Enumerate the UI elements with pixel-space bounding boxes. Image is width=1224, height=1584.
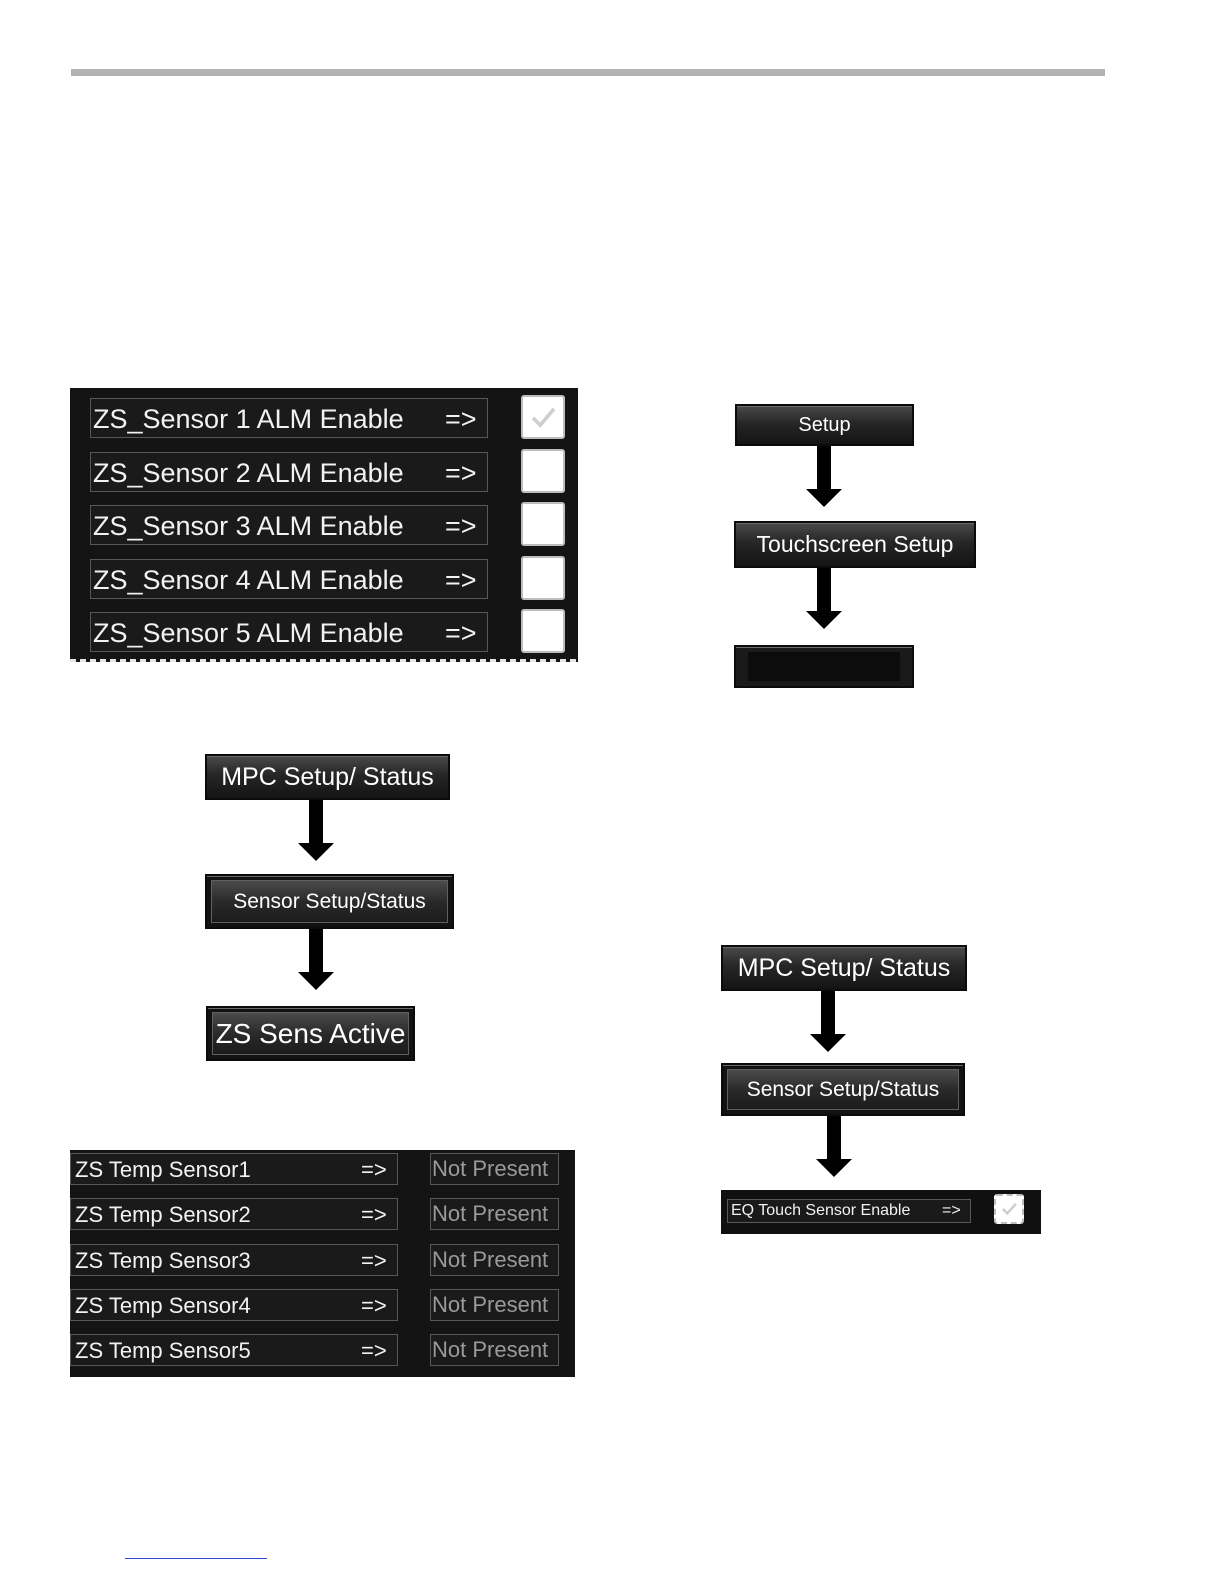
temp-row-5: ZS Temp Sensor5 => Not Present <box>70 1334 575 1366</box>
mpc-setup-status-label-2: MPC Setup/ Status <box>737 953 951 982</box>
panel-dashed-edge <box>70 659 578 662</box>
temp-row-1: ZS Temp Sensor1 => Not Present <box>70 1153 575 1185</box>
checkmark-icon <box>531 407 556 428</box>
alm-enable-checkbox-1[interactable] <box>521 395 565 439</box>
mpc-setup-status-button-2[interactable]: MPC Setup/ Status <box>721 945 967 991</box>
temp-arrow-3: => <box>361 1248 387 1273</box>
temp-arrow-4: => <box>361 1293 387 1318</box>
alm-enable-checkbox-5[interactable] <box>521 609 565 653</box>
alm-enable-checkbox-4[interactable] <box>521 556 565 600</box>
alm-label-3: ZS_Sensor 3 ALM Enable <box>93 511 404 541</box>
eq-touch-label-box: EQ Touch Sensor Enable => <box>727 1199 971 1223</box>
mpc-setup-status-label: MPC Setup/ Status <box>221 762 434 791</box>
alm-enable-checkbox-2[interactable] <box>521 449 565 493</box>
temp-row-3: ZS Temp Sensor3 => Not Present <box>70 1244 575 1276</box>
temp-label-3: ZS Temp Sensor3 <box>75 1248 251 1273</box>
temp-row-2: ZS Temp Sensor2 => Not Present <box>70 1198 575 1230</box>
temp-label-4: ZS Temp Sensor4 <box>75 1293 251 1318</box>
alm-label-4: ZS_Sensor 4 ALM Enable <box>93 565 404 595</box>
down-arrow-icon <box>298 929 334 990</box>
temp-status-1: Not Present <box>430 1153 559 1185</box>
alm-arrow-5: => <box>445 618 477 648</box>
checkmark-icon <box>1002 1202 1017 1216</box>
alm-label-2: ZS_Sensor 2 ALM Enable <box>93 458 404 488</box>
sensor-setup-status-button[interactable]: Sensor Setup/Status <box>205 874 454 929</box>
alm-label-box-5: ZS_Sensor 5 ALM Enable => <box>90 612 488 652</box>
alm-label-box-1: ZS_Sensor 1 ALM Enable => <box>90 398 488 438</box>
temp-label-box-3: ZS Temp Sensor3 => <box>70 1244 398 1276</box>
blank-menu-button[interactable] <box>734 645 914 688</box>
alm-arrow-2: => <box>445 458 477 488</box>
alm-arrow-3: => <box>445 511 477 541</box>
sensor-setup-status-face-2: Sensor Setup/Status <box>727 1069 959 1110</box>
temp-status-text-1: Not Present <box>432 1156 549 1181</box>
sensor-setup-status-label-2: Sensor Setup/Status <box>746 1077 940 1101</box>
temp-label-box-2: ZS Temp Sensor2 => <box>70 1198 398 1230</box>
alm-row-4: ZS_Sensor 4 ALM Enable => <box>70 556 578 600</box>
touchscreen-setup-button[interactable]: Touchscreen Setup <box>734 521 976 568</box>
zs-sens-active-button[interactable]: ZS Sens Active <box>206 1006 415 1061</box>
temp-status-text-5: Not Present <box>432 1337 549 1362</box>
temp-arrow-5: => <box>361 1338 387 1363</box>
down-arrow-icon <box>806 446 842 507</box>
alm-label-box-4: ZS_Sensor 4 ALM Enable => <box>90 559 488 599</box>
mpc-setup-status-button[interactable]: MPC Setup/ Status <box>205 754 450 800</box>
down-arrow-icon <box>806 568 842 629</box>
alm-arrow-1: => <box>445 404 477 434</box>
down-arrow-icon <box>816 1116 852 1177</box>
sensor-setup-status-face: Sensor Setup/Status <box>211 880 448 923</box>
temp-label-box-5: ZS Temp Sensor5 => <box>70 1334 398 1366</box>
sensor-setup-status-label: Sensor Setup/Status <box>233 889 426 913</box>
temp-status-text-3: Not Present <box>432 1247 549 1272</box>
alm-label-5: ZS_Sensor 5 ALM Enable <box>93 618 404 648</box>
alm-row-2: ZS_Sensor 2 ALM Enable => <box>70 449 578 493</box>
temp-sensor-panel: ZS Temp Sensor1 => Not Present ZS Temp S… <box>70 1150 575 1377</box>
alm-label-1: ZS_Sensor 1 ALM Enable <box>93 404 404 434</box>
alm-enable-panel: ZS_Sensor 1 ALM Enable => ZS_Sensor 2 AL… <box>70 388 578 662</box>
alm-label-box-3: ZS_Sensor 3 ALM Enable => <box>90 505 488 545</box>
setup-button-label: Setup <box>798 413 851 436</box>
alm-row-1: ZS_Sensor 1 ALM Enable => <box>70 395 578 439</box>
eq-touch-enable-checkbox[interactable] <box>994 1194 1024 1224</box>
alm-row-3: ZS_Sensor 3 ALM Enable => <box>70 502 578 546</box>
zs-sens-active-label: ZS Sens Active <box>215 1017 406 1049</box>
blank-button-face <box>748 652 900 681</box>
temp-status-2: Not Present <box>430 1198 559 1230</box>
alm-arrow-4: => <box>445 565 477 595</box>
eq-touch-arrow: => <box>942 1202 961 1219</box>
temp-status-text-2: Not Present <box>432 1201 549 1226</box>
down-arrow-icon <box>298 800 334 861</box>
alm-row-5: ZS_Sensor 5 ALM Enable => <box>70 609 578 653</box>
temp-row-4: ZS Temp Sensor4 => Not Present <box>70 1289 575 1321</box>
temp-label-5: ZS Temp Sensor5 <box>75 1338 251 1363</box>
setup-button[interactable]: Setup <box>735 404 914 446</box>
touchscreen-setup-label: Touchscreen Setup <box>756 531 954 557</box>
temp-label-box-1: ZS Temp Sensor1 => <box>70 1153 398 1185</box>
temp-status-4: Not Present <box>430 1289 559 1321</box>
eq-touch-label: EQ Touch Sensor Enable <box>731 1202 911 1219</box>
temp-status-5: Not Present <box>430 1334 559 1366</box>
alm-label-box-2: ZS_Sensor 2 ALM Enable => <box>90 452 488 492</box>
temp-status-3: Not Present <box>430 1244 559 1276</box>
alm-enable-checkbox-3[interactable] <box>521 502 565 546</box>
header-rule <box>71 69 1105 76</box>
temp-label-box-4: ZS Temp Sensor4 => <box>70 1289 398 1321</box>
temp-label-2: ZS Temp Sensor2 <box>75 1202 251 1227</box>
temp-label-1: ZS Temp Sensor1 <box>75 1157 251 1182</box>
temp-arrow-1: => <box>361 1157 387 1182</box>
zs-sens-active-face: ZS Sens Active <box>212 1012 409 1055</box>
temp-status-text-4: Not Present <box>432 1292 549 1317</box>
sensor-setup-status-button-2[interactable]: Sensor Setup/Status <box>721 1063 965 1116</box>
down-arrow-icon <box>810 991 846 1052</box>
eq-touch-panel: EQ Touch Sensor Enable => <box>721 1190 1041 1234</box>
temp-arrow-2: => <box>361 1202 387 1227</box>
footer-link-underline <box>125 1558 267 1559</box>
